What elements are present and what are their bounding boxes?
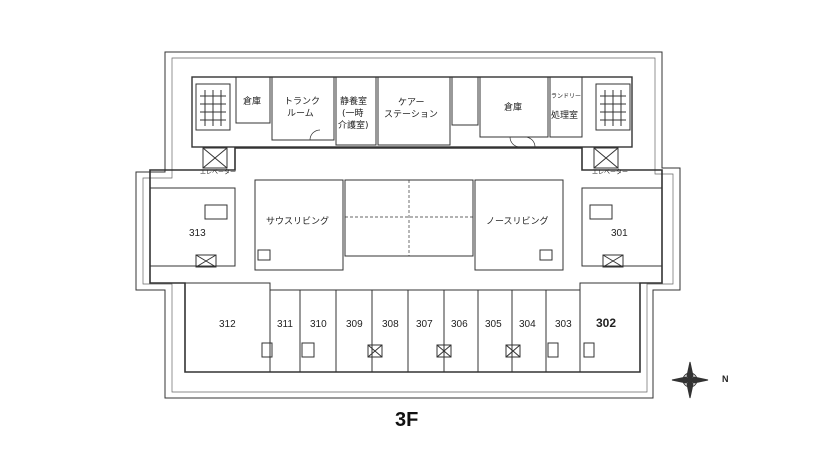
stair-left (195, 83, 231, 131)
unit-308: 308 (382, 319, 399, 330)
floor-title: 3F (395, 409, 419, 431)
room-label-care-2: ステーション (384, 110, 438, 120)
unit-301: 301 (611, 228, 628, 239)
unit-310: 310 (310, 319, 327, 330)
south-living-area (254, 179, 344, 271)
room-label-storage-left: 倉庫 (243, 97, 262, 107)
unit-307: 307 (416, 319, 433, 330)
elevator-right-box (593, 147, 619, 169)
outer-outline (135, 51, 681, 399)
room-label-trunk-2: ルーム (287, 109, 314, 119)
main-body (149, 147, 663, 373)
room-label-storage-right: 倉庫 (504, 103, 523, 113)
unit-305: 305 (485, 319, 502, 330)
elevator-label-right: エレベーター (592, 169, 629, 176)
unit-306: 306 (451, 319, 468, 330)
unit-303: 303 (555, 319, 572, 330)
room-label-rest-3: 介護室) (338, 121, 369, 131)
stair-right (595, 83, 631, 131)
unit-304: 304 (519, 319, 536, 330)
elevator-label-left: エレベーター (200, 169, 237, 176)
room-label-rest-1: 静養室 (340, 97, 368, 107)
room-label-south-living: サウスリビング (266, 217, 330, 227)
unit-312: 312 (219, 319, 236, 330)
room-label-laundry-1: ランドリー (551, 93, 582, 100)
compass-north-label: N (722, 374, 729, 384)
unit-302: 302 (596, 316, 617, 330)
room-label-care-1: ケアー (398, 98, 425, 108)
room-label-trunk-1: トランク (284, 97, 321, 107)
elevator-left-box (202, 147, 228, 169)
unit-311: 311 (277, 319, 293, 330)
unit-309: 309 (346, 319, 363, 330)
room-label-rest-2: (一時 (342, 109, 364, 119)
room-label-laundry-2: 処理室 (551, 111, 579, 121)
outer-outline-inner (142, 57, 674, 393)
compass-rose (671, 361, 709, 399)
room-label-north-living: ノースリビング (486, 217, 549, 227)
north-living-area (474, 179, 564, 271)
unit-313: 313 (189, 228, 206, 239)
